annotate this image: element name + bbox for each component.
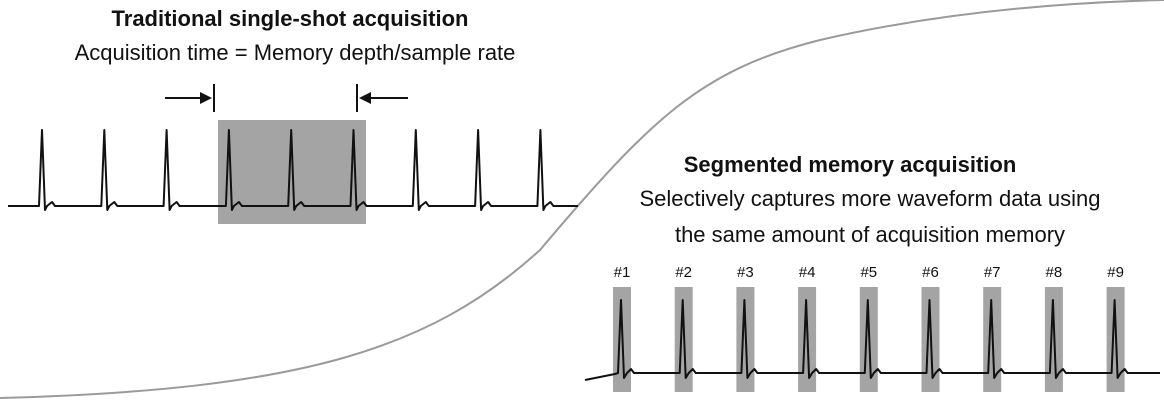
segmented-subtitle-line2: the same amount of acquisition memory (674, 222, 1066, 247)
segmented-waveform (584, 299, 1160, 381)
segment-label: #4 (798, 264, 816, 281)
segment-label: #5 (860, 264, 878, 281)
segment-label: #7 (983, 264, 1001, 281)
segmented-title: Segmented memory acquisition (683, 152, 1017, 177)
segment-label: #2 (675, 264, 693, 281)
segment-label: #9 (1107, 264, 1124, 281)
segment-label: #3 (737, 264, 754, 281)
left-arrow-head (200, 92, 212, 104)
traditional-subtitle: Acquisition time = Memory depth/sample r… (74, 40, 516, 65)
segmented-subtitle-line1: Selectively captures more waveform data … (639, 186, 1101, 211)
segment-label: #6 (922, 264, 939, 281)
traditional-waveform (8, 129, 578, 211)
segment-label: #8 (1045, 264, 1063, 281)
capture-window-markers (165, 84, 408, 112)
segment-label: #1 (613, 264, 631, 281)
traditional-title: Traditional single-shot acquisition (111, 6, 469, 31)
right-arrow-head (359, 92, 371, 104)
